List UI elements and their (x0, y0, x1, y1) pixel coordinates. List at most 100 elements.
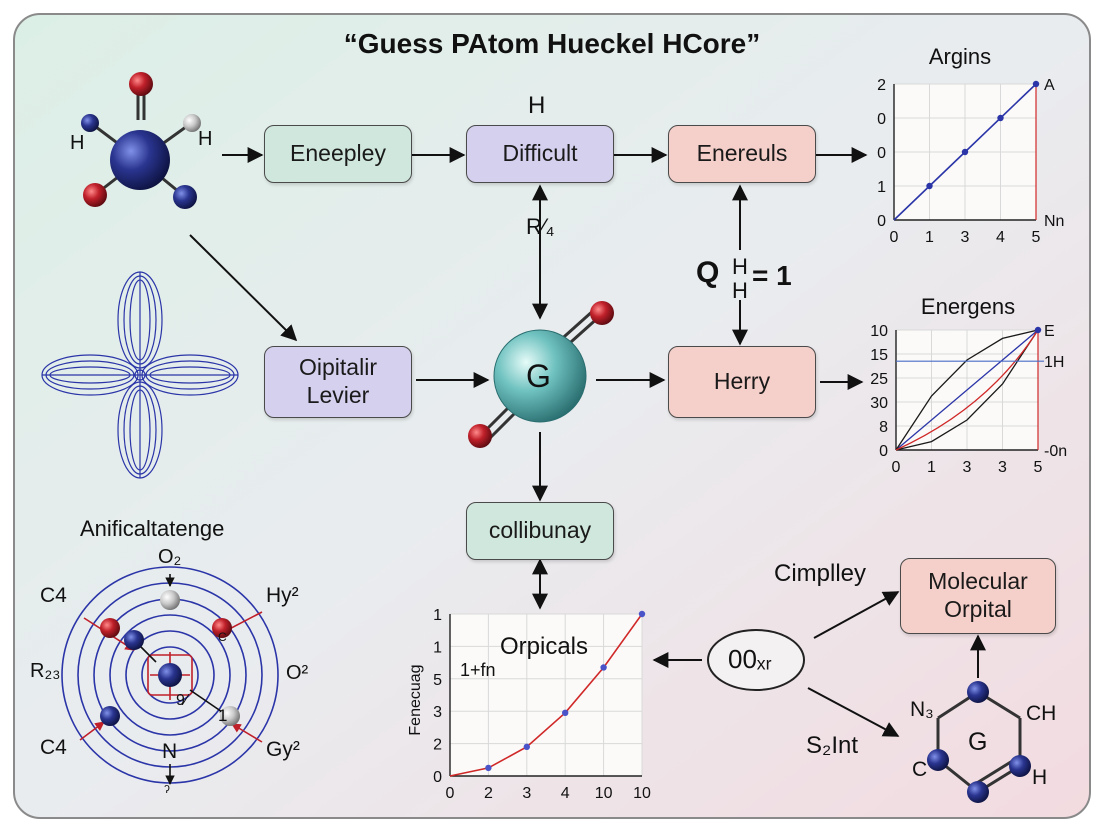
label-r4: R⁄₄ (526, 214, 555, 239)
y-axis-label: Fenecuag (407, 664, 424, 735)
atom-label-r2: R₂₃ (30, 660, 61, 682)
right-label: 1H (1044, 354, 1064, 371)
molecule-top-left (81, 72, 201, 209)
x-tick-label: 0 (446, 785, 455, 802)
box-molecular-line1: Molecular (928, 568, 1028, 595)
flow-arrows (189, 147, 986, 737)
label-cimplley: Cimplley (774, 560, 867, 587)
y-tick-label: 8 (879, 419, 888, 436)
label-ooxr: 00ₓᵣ (728, 644, 772, 674)
data-point (1032, 80, 1040, 88)
y-tick-label: 0 (877, 213, 886, 230)
x-tick-label: 10 (633, 785, 651, 802)
x-end-label: Nn (1044, 213, 1064, 230)
atom-label-c-small: C (218, 630, 227, 644)
data-point (926, 182, 933, 190)
y-tick-label: 30 (870, 395, 888, 412)
ring-label-ch: CH (1026, 702, 1057, 725)
data-point (485, 764, 492, 772)
x-tick-label: 4 (561, 785, 570, 802)
box-enereuls: Enereuls (668, 125, 816, 183)
label-center-atom: G (526, 358, 551, 394)
y-tick-label: 0 (879, 443, 888, 460)
y-tick-label: 1 (433, 639, 442, 656)
ring-label-h: H (1032, 766, 1048, 789)
data-point (562, 709, 569, 717)
data-point (600, 664, 607, 671)
chart-title: Orpicals (500, 633, 588, 660)
x-tick-label: 2 (484, 785, 493, 802)
chart-title: Energens (921, 294, 1015, 319)
y-tick-label: 2 (877, 77, 886, 94)
series-line (895, 329, 1039, 451)
box-molecular-orpital: Molecular Orpital (900, 558, 1056, 634)
x-tick-label: 5 (1034, 459, 1043, 476)
series-line (895, 329, 1039, 451)
y-tick-label: 0 (877, 111, 886, 128)
x-tick-label: 0 (892, 459, 901, 476)
label-q: Q (696, 256, 720, 289)
box-opitalir: Oipitalir Levier (264, 346, 412, 418)
label-anificaltatenge: Anificaltatenge (80, 516, 225, 541)
ring-label-c: C (912, 758, 928, 781)
ring-label-n3: N₃ (910, 698, 934, 721)
label-s2int: S₂Int (806, 732, 859, 759)
chart-annotation: 1+fn (460, 660, 496, 680)
atom-shell-diagram (61, 566, 279, 785)
atom-label-nine: 9⁄ (176, 692, 188, 709)
y-tick-label: 25 (870, 371, 888, 388)
atom-label-c4-bottom: C4 (40, 736, 67, 759)
label-eq-one: = 1 (752, 260, 792, 291)
box-herry: Herry (668, 346, 816, 418)
right-label: -0n (1044, 443, 1067, 460)
right-label: E (1044, 323, 1055, 340)
orbital-lobes (41, 271, 239, 479)
box-opitalir-line2: Levier (306, 382, 370, 408)
y-tick-label: 0 (877, 145, 886, 162)
atom-label-c4-top: C4 (40, 584, 67, 607)
atom-label-gy2: Gy² (266, 738, 300, 761)
data-point (1034, 326, 1042, 334)
x-tick-label: 3 (963, 459, 972, 476)
ooxr-node-shape (707, 629, 805, 691)
x-tick-label: 4 (996, 229, 1005, 246)
box-collibunay: collibunay (466, 502, 614, 560)
box-opitalir-line1: Oipitalir (299, 354, 377, 381)
data-point (961, 148, 969, 156)
y-tick-label: 2 (433, 737, 442, 754)
ring-molecule (927, 681, 1031, 803)
ring-label-g: G (968, 728, 988, 756)
atom-label-o2-right: O² (286, 662, 309, 684)
y-tick-label: 1 (433, 607, 442, 624)
atom-label-o2-top: O₂ (158, 546, 182, 568)
x-tick-label: 10 (595, 785, 613, 802)
box-difficult: Difficult (466, 125, 614, 183)
atom-label-n: N (162, 740, 178, 763)
x-tick-label: 1 (925, 229, 934, 246)
x-tick-label: 5 (1032, 229, 1041, 246)
x-tick-label: 3 (961, 229, 970, 246)
molecule-label-h-left: H (70, 132, 85, 154)
y-tick-label: 5 (433, 672, 442, 689)
diagram-title: “Guess PAtom Hueckel HCore” (343, 28, 761, 59)
y-tick-label: 10 (870, 323, 888, 340)
molecule-label-h-right: H (198, 128, 213, 150)
data-point (523, 743, 530, 751)
atom-label-one: 1 (218, 706, 228, 725)
x-tick-label: 0 (890, 229, 899, 246)
point-label: A (1044, 77, 1055, 94)
label-h-stack-bottom: H (732, 278, 748, 303)
data-point (638, 610, 646, 618)
label-h-top: H (528, 92, 546, 119)
label-h-stack-top: H (732, 254, 748, 279)
chart-title: Argins (929, 44, 991, 69)
y-tick-label: 15 (870, 347, 888, 364)
series-line (895, 329, 1039, 451)
y-tick-label: 0 (433, 769, 442, 786)
atom-label-hy2: Hy² (266, 584, 299, 607)
